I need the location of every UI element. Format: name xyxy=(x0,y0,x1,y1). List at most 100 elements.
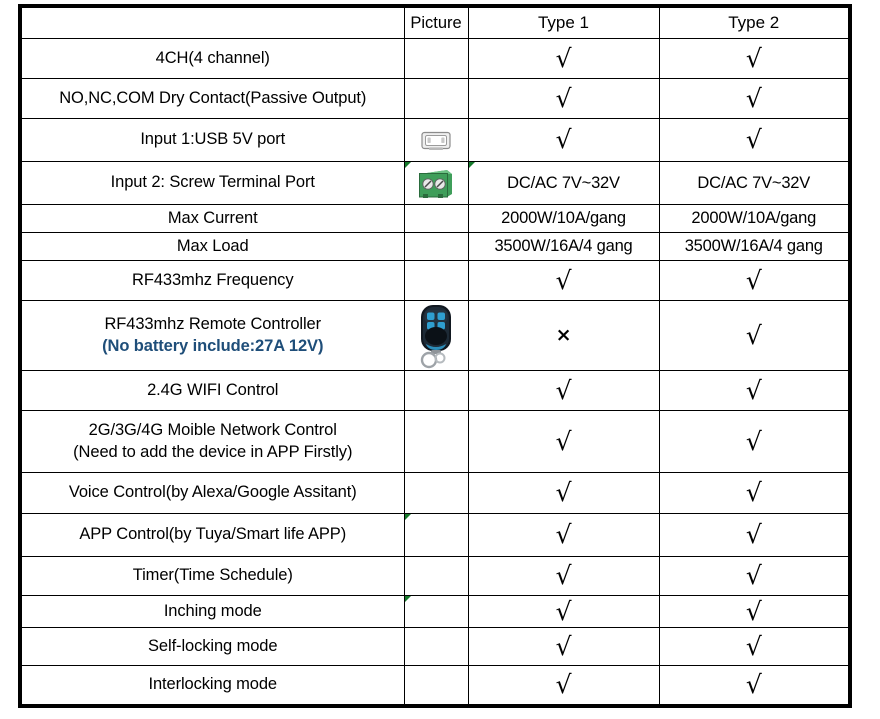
picture-cell xyxy=(403,370,469,411)
feature-label: 2G/3G/4G Moible Network Control xyxy=(88,421,337,440)
table-row: 2.4G WIFI Control √ √ xyxy=(19,370,851,411)
feature-cell: NO,NC,COM Dry Contact(Passive Output) xyxy=(19,78,405,119)
check-icon: √ xyxy=(555,426,572,456)
feature-cell: Inching mode xyxy=(19,595,405,628)
feature-label: Input 2: Screw Terminal Port xyxy=(110,173,315,192)
type1-cell: √ xyxy=(467,38,660,79)
feature-cell: 4CH(4 channel) xyxy=(19,38,405,79)
picture-cell xyxy=(403,472,469,514)
check-icon: √ xyxy=(555,265,572,295)
type2-cell: √ xyxy=(658,118,851,162)
table-row: RF433mhz Frequency √ √ xyxy=(19,260,851,301)
feature-cell: Self-locking mode xyxy=(19,627,405,666)
comment-marker-icon xyxy=(404,162,411,168)
feature-cell: Timer(Time Schedule) xyxy=(19,556,405,596)
check-icon: √ xyxy=(745,669,762,699)
feature-cell: Interlocking mode xyxy=(19,665,405,706)
check-icon: √ xyxy=(745,265,762,295)
type2-value: 2000W/10A/gang xyxy=(691,209,817,227)
feature-label: Input 1:USB 5V port xyxy=(140,130,286,149)
check-icon: √ xyxy=(555,596,572,626)
type1-value: DC/AC 7V~32V xyxy=(507,173,620,192)
header-type1: Type 1 xyxy=(467,5,660,39)
feature-cell: RF433mhz Frequency xyxy=(19,260,405,301)
type1-cell: √ xyxy=(467,410,660,473)
table-row: Self-locking mode√√ xyxy=(19,627,851,666)
type2-cell: 3500W/16A/4 gang xyxy=(658,232,851,261)
type2-cell: √ xyxy=(658,472,851,514)
check-icon: √ xyxy=(745,426,762,456)
type2-cell: √ xyxy=(658,300,851,371)
table-row: Voice Control(by Alexa/Google Assitant) √… xyxy=(19,472,851,514)
table-row: NO,NC,COM Dry Contact(Passive Output)√√ xyxy=(19,78,851,119)
type1-cell: × xyxy=(467,300,660,371)
feature-label: APP Control(by Tuya/Smart life APP) xyxy=(79,525,347,544)
check-icon: √ xyxy=(745,478,762,507)
feature-cell: APP Control(by Tuya/Smart life APP) xyxy=(19,513,405,557)
table-row: 2G/3G/4G Moible Network Control(Need to … xyxy=(19,410,851,473)
feature-note: (No battery include:27A 12V) xyxy=(102,336,324,355)
feature-label: Self-locking mode xyxy=(148,636,278,655)
type2-cell: DC/AC 7V~32V xyxy=(658,161,851,205)
check-icon: √ xyxy=(555,561,572,590)
feature-cell: Max Load xyxy=(19,232,405,261)
type1-cell: √ xyxy=(467,118,660,162)
type1-cell: 3500W/16A/4 gang xyxy=(467,232,660,261)
table-row: Inching mode √ √ xyxy=(19,595,851,628)
picture-cell xyxy=(403,260,469,301)
check-icon: √ xyxy=(745,125,762,154)
feature-cell: 2.4G WIFI Control xyxy=(19,370,405,411)
type1-cell: √ xyxy=(467,513,660,557)
type1-cell: √ xyxy=(467,370,660,411)
check-icon: √ xyxy=(555,520,572,549)
check-icon: √ xyxy=(555,375,572,405)
check-icon: √ xyxy=(555,669,572,699)
check-icon: √ xyxy=(555,631,572,661)
feature-label: Voice Control(by Alexa/Google Assitant) xyxy=(68,483,357,502)
table-row: Input 1:USB 5V port √ √ xyxy=(19,118,851,162)
picture-cell xyxy=(403,300,469,371)
type1-cell: √ xyxy=(467,627,660,666)
type2-cell: √ xyxy=(658,556,851,596)
table-header-row: Picture Type 1 Type 2 xyxy=(19,5,851,39)
feature-label: NO,NC,COM Dry Contact(Passive Output) xyxy=(59,88,367,107)
feature-cell: RF433mhz Remote Controller(No battery in… xyxy=(19,300,405,371)
type1-cell: √ xyxy=(467,260,660,301)
table-row: RF433mhz Remote Controller(No battery in… xyxy=(19,300,851,371)
type2-cell: √ xyxy=(658,78,851,119)
type2-cell: √ xyxy=(658,370,851,411)
type1-cell: √ xyxy=(467,595,660,628)
picture-cell xyxy=(403,410,469,473)
table-row: Max Load 3500W/16A/4 gang 3500W/16A/4 gang xyxy=(19,232,851,261)
picture-cell xyxy=(403,118,469,162)
picture-cell xyxy=(403,513,469,557)
picture-cell xyxy=(403,232,469,261)
table-body: 4CH(4 channel)√√NO,NC,COM Dry Contact(Pa… xyxy=(19,38,851,706)
feature-label: Timer(Time Schedule) xyxy=(132,566,293,585)
type1-cell: DC/AC 7V~32V xyxy=(467,161,660,205)
picture-cell xyxy=(403,595,469,628)
type2-cell: 2000W/10A/gang xyxy=(658,204,851,233)
picture-cell xyxy=(403,556,469,596)
check-icon: √ xyxy=(555,125,572,154)
feature-cell: Max Current xyxy=(19,204,405,233)
type2-cell: √ xyxy=(658,665,851,706)
rf-remote-icon xyxy=(415,303,457,369)
type1-cell: √ xyxy=(467,556,660,596)
comment-marker-icon xyxy=(404,596,411,602)
check-icon: √ xyxy=(745,596,762,626)
type2-value: 3500W/16A/4 gang xyxy=(684,237,823,255)
type1-cell: 2000W/10A/gang xyxy=(467,204,660,233)
table-row: Max Current 2000W/10A/gang 2000W/10A/gang xyxy=(19,204,851,233)
feature-label: RF433mhz Frequency xyxy=(132,270,294,289)
picture-cell xyxy=(403,38,469,79)
table-row: Timer(Time Schedule) √ √ xyxy=(19,556,851,596)
table-row: Interlocking mode √ √ xyxy=(19,665,851,706)
comment-marker-icon xyxy=(404,514,411,520)
check-icon: √ xyxy=(555,478,572,507)
type1-cell: √ xyxy=(467,472,660,514)
table-row: 4CH(4 channel)√√ xyxy=(19,38,851,79)
picture-cell xyxy=(403,204,469,233)
feature-cell: 2G/3G/4G Moible Network Control(Need to … xyxy=(19,410,405,473)
